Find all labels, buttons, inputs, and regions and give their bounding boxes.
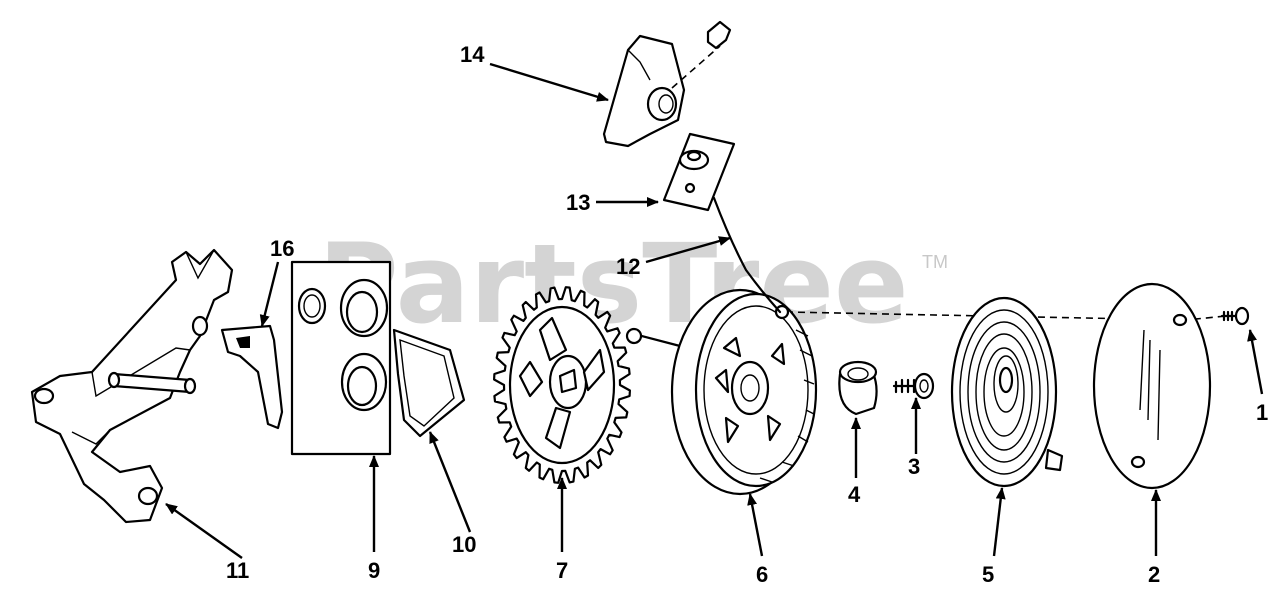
part-1-screw bbox=[1220, 306, 1250, 326]
callout-12: 12 bbox=[616, 254, 640, 279]
callout-1: 1 bbox=[1256, 400, 1268, 425]
part-11-bracket bbox=[30, 248, 234, 524]
callout-arrows bbox=[165, 62, 1264, 559]
rope-texture bbox=[713, 197, 781, 313]
watermark-trademark: TM bbox=[922, 252, 948, 272]
part-9-kit bbox=[290, 260, 392, 456]
part-2-cover bbox=[1092, 282, 1212, 490]
callout-10: 10 bbox=[452, 532, 476, 557]
part-5-spring bbox=[950, 296, 1064, 488]
part-10-clip bbox=[392, 328, 466, 438]
part-13-insert bbox=[662, 132, 736, 212]
part-3-screw bbox=[892, 372, 935, 400]
watermark-text: PartsTree bbox=[318, 220, 909, 348]
callout-6: 6 bbox=[756, 562, 768, 587]
callout-2: 2 bbox=[1148, 562, 1160, 587]
callout-14: 14 bbox=[460, 42, 485, 67]
callout-13: 13 bbox=[566, 190, 590, 215]
callout-11: 11 bbox=[226, 558, 249, 583]
part-14-handle bbox=[602, 20, 732, 148]
callout-16: 16 bbox=[270, 236, 294, 261]
callout-5: 5 bbox=[982, 562, 994, 587]
shaft-nut bbox=[625, 327, 643, 345]
callout-4: 4 bbox=[848, 482, 861, 507]
part-7-gear bbox=[493, 286, 631, 484]
callout-7: 7 bbox=[556, 558, 568, 583]
callout-9: 9 bbox=[368, 558, 380, 583]
part-6-pulley bbox=[670, 288, 818, 496]
callout-3: 3 bbox=[908, 454, 920, 479]
part-16-pawl bbox=[220, 324, 284, 430]
part-4-bushing bbox=[838, 360, 878, 416]
